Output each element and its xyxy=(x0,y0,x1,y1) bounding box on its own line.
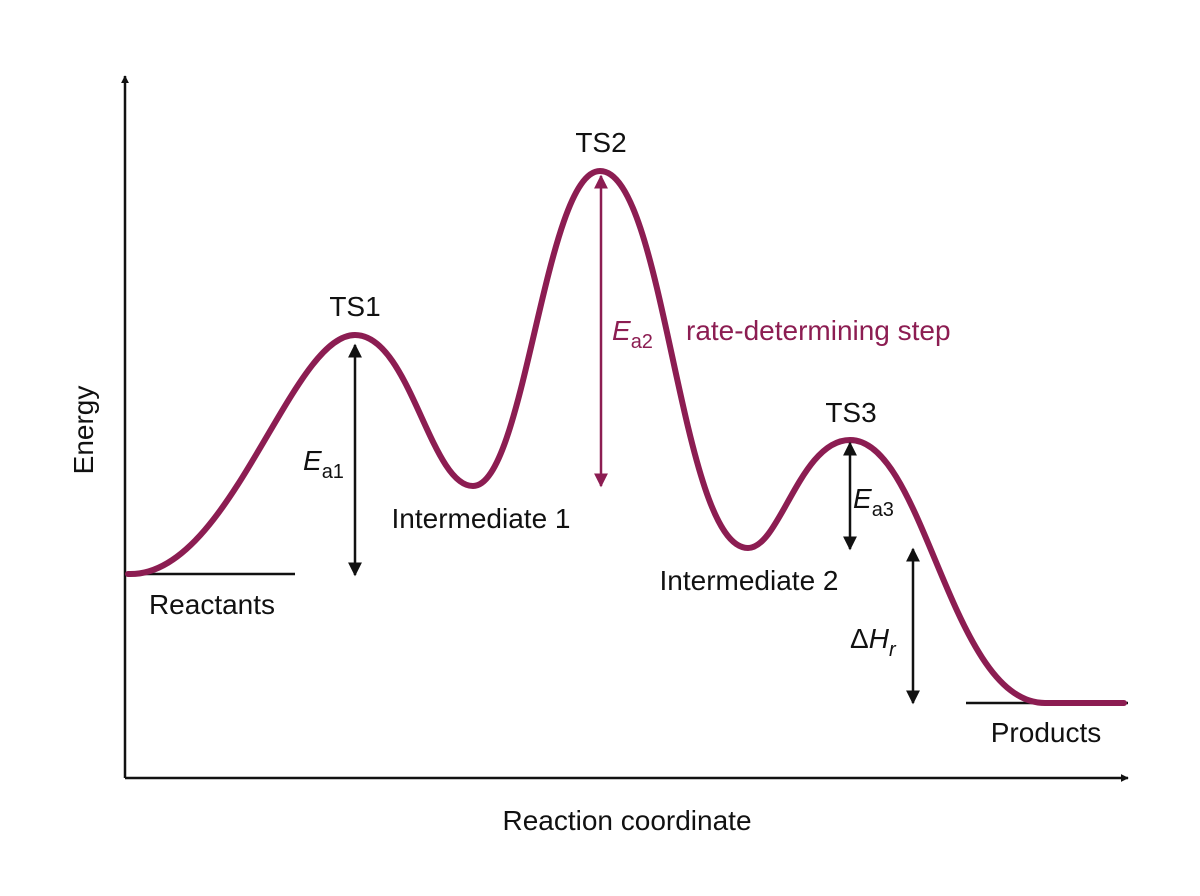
products-label: Products xyxy=(991,717,1102,748)
ts3-label: TS3 xyxy=(825,397,876,428)
reactants-label: Reactants xyxy=(149,589,275,620)
ea2-label: Ea2 xyxy=(612,315,653,353)
y-axis-label: Energy xyxy=(68,386,99,475)
ts1-label: TS1 xyxy=(329,291,380,322)
energy-curve xyxy=(125,168,1127,706)
intermediate1-label: Intermediate 1 xyxy=(392,503,571,534)
ea3-label: Ea3 xyxy=(853,483,894,521)
x-axis-label: Reaction coordinate xyxy=(502,805,751,836)
delta-h-label: ΔHr xyxy=(850,623,897,661)
ea1-label: Ea1 xyxy=(303,445,344,483)
rate-determining-step-label: rate-determining step xyxy=(686,315,951,346)
ts2-label: TS2 xyxy=(575,127,626,158)
intermediate2-label: Intermediate 2 xyxy=(660,565,839,596)
